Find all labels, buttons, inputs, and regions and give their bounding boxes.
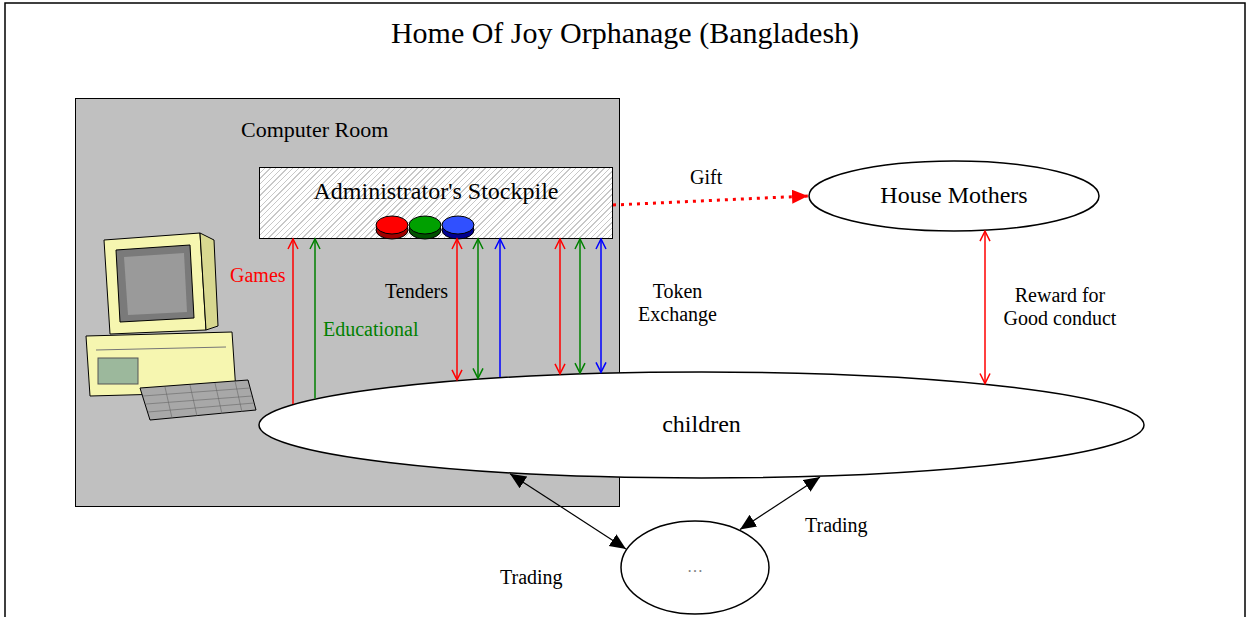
node-label: Administrator's Stockpile [260,178,612,206]
group-ellipse: … [620,520,770,615]
connector [984,231,986,383]
tokens [376,216,474,239]
connector [559,239,561,374]
node-label: House Mothers [880,182,1027,210]
ellipse-shape [809,161,1099,231]
connector [600,239,602,372]
edge-label: Tenders [385,280,448,303]
monitor-body [104,233,206,334]
connector [510,474,626,549]
connector [499,239,501,377]
connector [579,239,581,373]
connector [456,239,458,380]
connector [292,239,294,404]
edge-label: Gift [690,166,722,189]
computer [86,233,256,420]
edge-label: Reward for Good conduct [996,284,1124,330]
edge-label: Trading [805,514,868,537]
red-token [376,216,408,234]
ellipse-shape [259,372,1144,478]
blue-token [442,216,474,234]
group-ellipse: children [258,371,1145,479]
monitor-side [200,233,218,330]
green-token [409,216,441,234]
connector [613,196,808,205]
edge-label: Trading [500,566,563,589]
screen-glare [124,253,187,315]
ellipse-shape [621,521,769,614]
frame-border [5,3,1245,617]
edge-label: Educational [323,318,419,341]
case-slot [96,347,226,350]
monitor-screen [116,245,194,322]
connector [314,239,316,399]
edge-label: Games [230,264,286,287]
connector [477,239,479,378]
keyboard-keys [143,381,254,418]
node-label: Computer Room [241,117,388,142]
title: Home Of Joy Orphanage (Bangladesh) [0,16,1250,51]
keyboard [140,380,256,420]
node-label: … [687,558,703,576]
node-label: children [662,411,741,439]
case-panel [98,358,138,384]
group-ellipse: House Mothers [808,160,1100,232]
edge-label: Token Exchange [630,280,725,326]
